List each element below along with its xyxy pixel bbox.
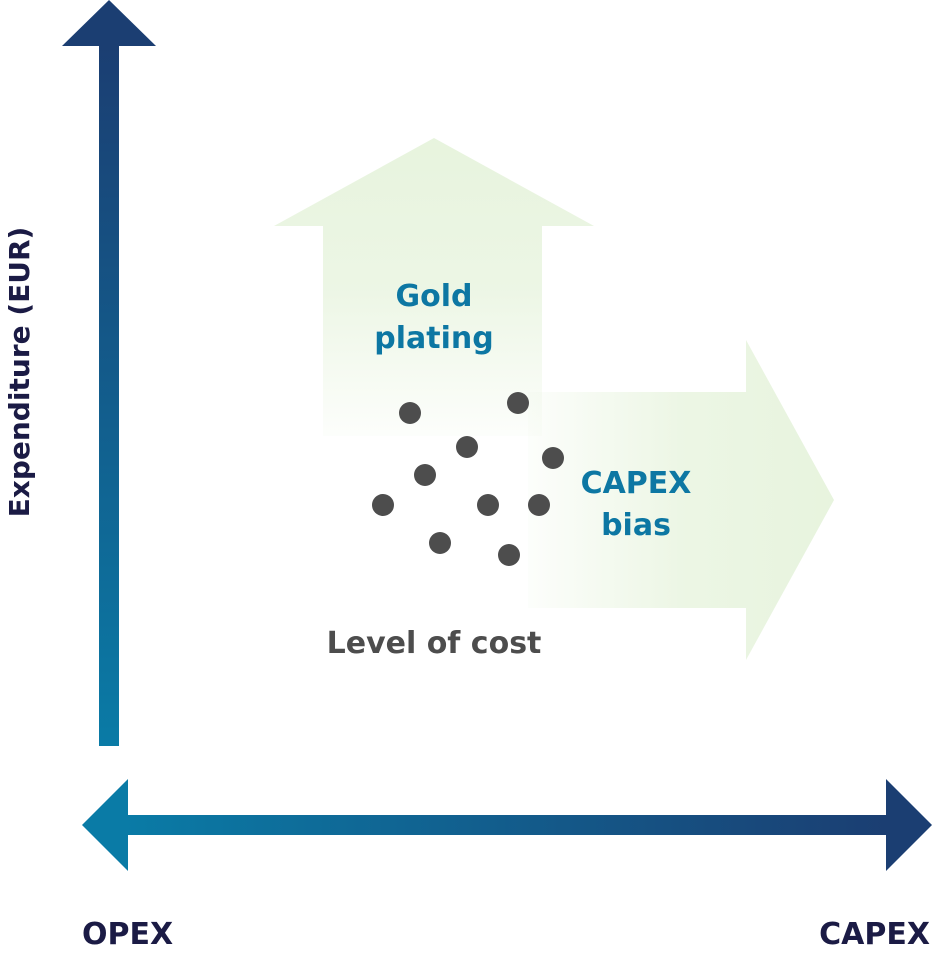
capex-bias-label-line1: CAPEX — [580, 466, 692, 501]
cost-dot — [456, 436, 478, 458]
cost-dot — [507, 392, 529, 414]
gold-plating-label-line2: plating — [374, 321, 494, 356]
opex-label: OPEX — [82, 917, 174, 952]
cost-dot — [528, 494, 550, 516]
capex-bias-arrow — [528, 340, 834, 660]
gold-plating-arrow — [274, 138, 594, 436]
cost-dot — [399, 402, 421, 424]
cost-dot — [429, 532, 451, 554]
cost-dot — [477, 494, 499, 516]
gold-plating-label-line1: Gold — [395, 279, 473, 314]
level-of-cost-label: Level of cost — [326, 626, 542, 661]
y-axis-arrow — [62, 0, 156, 746]
capex-bias-label: CAPEX bias — [581, 463, 692, 547]
capex-label: CAPEX — [819, 917, 930, 952]
y-axis-label: Expenditure (EUR) — [3, 226, 36, 518]
gold-plating-label: Gold plating — [374, 276, 493, 360]
cost-dot — [498, 544, 520, 566]
cost-dots-cluster — [372, 392, 564, 566]
cost-dot — [414, 464, 436, 486]
capex-bias-label-line2: bias — [601, 508, 671, 543]
cost-dot — [372, 494, 394, 516]
cost-dot — [542, 447, 564, 469]
x-axis-double-arrow — [82, 779, 932, 871]
